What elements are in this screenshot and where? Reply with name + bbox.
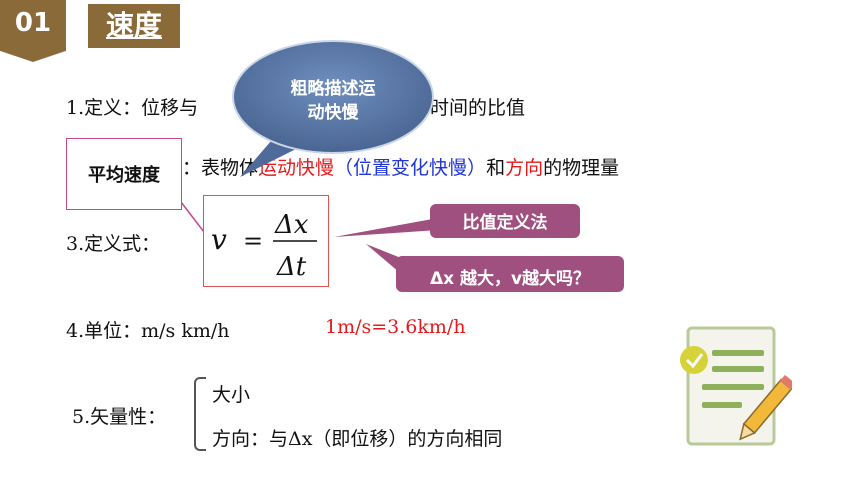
meaning-line: ：表物体运动快慢（位置变化快慢）和方向的物理量	[182, 153, 619, 180]
definition-line-end: 时间的比值	[430, 93, 525, 120]
page-title: 速度	[105, 9, 162, 42]
clipboard-check-icon	[680, 326, 792, 446]
formula: v = Δx Δt	[211, 210, 317, 282]
bubble-line2: 动快慢	[307, 103, 359, 123]
speech-bubble	[232, 40, 434, 177]
meaning-position-change: （位置变化快慢）	[334, 157, 487, 179]
bubble-line1: 粗略描述运	[290, 79, 376, 99]
formula-denominator: Δt	[276, 252, 307, 282]
avg-box-connector	[177, 198, 205, 233]
definition-part2: 时间的比值	[430, 97, 526, 119]
meaning-speed: 运动快慢	[258, 157, 335, 179]
brace	[194, 377, 206, 451]
unit-conversion: 1m/s=3.6km/h	[325, 316, 466, 338]
meaning-direction: 方向	[505, 157, 544, 179]
definition-line: 1.定义：位移与	[66, 93, 198, 120]
vector-direction: 方向：与Δx（即位移）的方向相同	[212, 428, 503, 450]
formula-numerator: Δx	[274, 210, 309, 240]
meaning-end: 的物理量	[543, 157, 620, 179]
question-text: Δx 越大，v越大吗？	[429, 269, 591, 289]
definition-part1: 1.定义：位移与	[66, 97, 199, 119]
bubble-text: 粗略描述运 动快慢	[263, 77, 403, 125]
question-callout	[396, 256, 624, 292]
section-number-badge: 01	[0, 0, 66, 62]
meaning-part1: ：表	[182, 157, 221, 179]
formula-label: 3.定义式：	[66, 233, 161, 255]
formula-eq: =	[243, 227, 263, 255]
ratio-method-callout	[430, 204, 580, 238]
section-number: 01	[14, 8, 52, 38]
vector-label: 5.矢量性：	[72, 406, 167, 428]
callouts	[334, 204, 624, 292]
meaning-part2: 物体	[220, 157, 259, 179]
ratio-method-text: 比值定义法	[462, 213, 548, 233]
unit-line: 4.单位：m/s km/h	[66, 320, 230, 342]
meaning-and: 和	[486, 157, 506, 179]
average-velocity-box: 平均速度	[66, 138, 182, 210]
page-title-box: 速度	[88, 4, 180, 48]
average-velocity-label: 平均速度	[88, 165, 160, 186]
vector-magnitude: 大小	[212, 384, 251, 406]
formula-lhs: v	[211, 223, 227, 256]
